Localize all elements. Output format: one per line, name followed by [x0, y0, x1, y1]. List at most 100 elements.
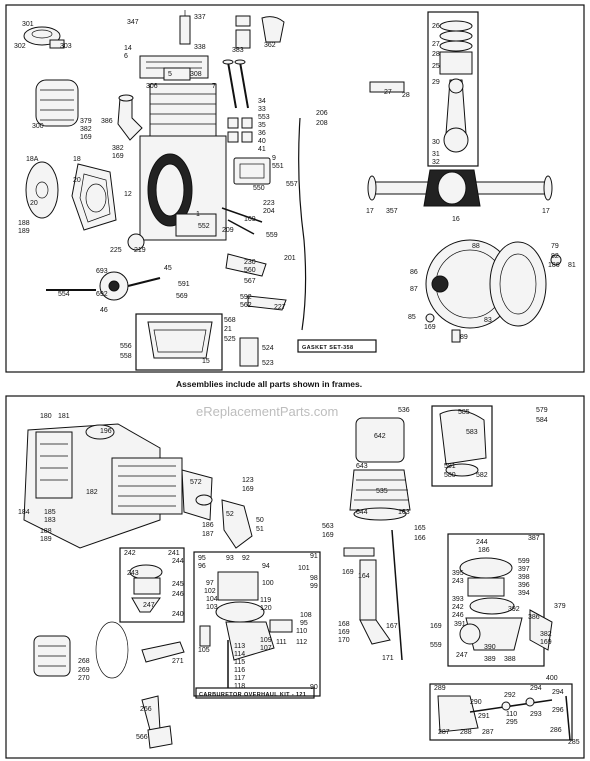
part-callout-581: 581: [444, 463, 456, 470]
part-callout-189: 189: [40, 536, 52, 543]
air-cleaner-cap-part: [23, 26, 65, 49]
part-callout-302: 302: [14, 43, 26, 50]
part-callout-104: 104: [206, 596, 218, 603]
part-callout-163: 163: [398, 509, 410, 516]
part-callout-643: 643: [356, 463, 368, 470]
connecting-rod-part: [443, 78, 469, 153]
part-callout-120: 120: [260, 605, 272, 612]
part-callout-379: 379: [80, 118, 92, 125]
part-callout-188: 188: [18, 220, 30, 227]
part-callout-186: 186: [548, 262, 560, 269]
fuel-filter-part: [33, 621, 129, 679]
part-callout-246: 246: [452, 612, 464, 619]
part-callout-382: 382: [112, 145, 124, 152]
part-callout-36: 36: [258, 130, 266, 137]
part-callout-524: 524: [262, 345, 274, 352]
part-callout-554: 554: [58, 291, 70, 298]
cylinder-shroud-part: [111, 457, 213, 521]
part-callout-308: 308: [190, 71, 202, 78]
part-callout-25: 25: [432, 63, 440, 70]
part-callout-394: 394: [518, 590, 530, 597]
bracket-part: [225, 253, 287, 367]
blower-housing-part: [23, 423, 161, 549]
flywheel-nut-part: [425, 254, 562, 343]
part-callout-244: 244: [172, 558, 184, 565]
intake-elbow-part: [117, 94, 143, 141]
part-callout-572: 572: [190, 479, 202, 486]
part-callout-241: 241: [168, 550, 180, 557]
piston-assembly-frame: [427, 11, 479, 167]
part-callout-246: 246: [172, 591, 184, 598]
part-callout-169: 169: [430, 623, 442, 630]
fuel-pump-frame: [119, 547, 185, 623]
part-callout-97: 97: [206, 580, 214, 587]
breather-cap-part: [235, 15, 285, 49]
part-callout-34: 34: [258, 98, 266, 105]
part-callout-99: 99: [310, 583, 318, 590]
part-callout-397: 397: [518, 566, 530, 573]
valve-part: [222, 59, 253, 143]
part-callout-296: 296: [552, 707, 564, 714]
part-callout-90: 90: [310, 684, 318, 691]
part-callout-20: 20: [73, 177, 81, 184]
part-callout-40: 40: [258, 138, 266, 145]
part-callout-379: 379: [554, 603, 566, 610]
ignition-wire-part: [298, 117, 307, 331]
part-callout-15: 15: [202, 358, 210, 365]
part-callout-389: 389: [484, 656, 496, 663]
part-callout-101: 101: [298, 565, 310, 572]
oil-sump-frame: [135, 313, 223, 371]
part-callout-247: 247: [456, 652, 468, 659]
part-callout-568: 568: [224, 317, 236, 324]
part-callout-583: 583: [466, 429, 478, 436]
part-callout-523: 523: [262, 360, 274, 367]
part-callout-243: 243: [127, 570, 139, 577]
fuel-pump-assembly-part: [459, 557, 553, 651]
flywheel-part: [425, 239, 547, 329]
part-callout-245: 245: [172, 581, 184, 588]
carburetor-kit-box: [195, 687, 315, 699]
part-callout-287: 287: [438, 729, 450, 736]
carburetor-frame: [193, 551, 321, 697]
part-callout-535: 535: [376, 488, 388, 495]
gasket-set-label: GASKET SET-358: [302, 345, 353, 351]
part-callout-93: 93: [226, 555, 234, 562]
part-callout-82: 82: [551, 253, 559, 260]
part-callout-109: 109: [260, 637, 272, 644]
part-callout-27: 27: [384, 89, 392, 96]
fuel-pump-part: [129, 564, 163, 613]
part-callout-32: 32: [432, 159, 440, 166]
part-callout-592: 592: [240, 294, 252, 301]
bottom-panel-frame: [5, 395, 585, 759]
part-callout-204: 204: [263, 208, 275, 215]
part-callout-100: 100: [262, 580, 274, 587]
part-callout-168: 168: [338, 621, 350, 628]
throttle-lever-part: [141, 641, 185, 749]
part-callout-579: 579: [536, 407, 548, 414]
part-callout-580: 580: [444, 472, 456, 479]
cylinder-head-part: [139, 55, 209, 81]
part-callout-17: 17: [366, 208, 374, 215]
part-callout-169: 169: [338, 629, 350, 636]
part-callout-567: 567: [244, 278, 256, 285]
part-callout-113: 113: [234, 643, 245, 650]
part-callout-591: 591: [178, 281, 190, 288]
part-callout-552: 552: [198, 223, 210, 230]
part-callout-585: 585: [458, 409, 470, 416]
part-callout-271: 271: [172, 658, 184, 665]
part-callout-169: 169: [424, 324, 436, 331]
part-callout-185: 185: [44, 509, 56, 516]
part-callout-98: 98: [310, 575, 318, 582]
part-callout-180: 180: [40, 413, 52, 420]
part-callout-182: 182: [86, 489, 98, 496]
part-callout-14: 14: [124, 45, 132, 52]
carburetor-kit-label: CARBURETOR OVERHAUL KIT - 121: [199, 692, 306, 698]
part-callout-223: 223: [263, 200, 275, 207]
part-callout-103: 103: [206, 604, 218, 611]
part-callout-525: 525: [224, 336, 236, 343]
part-callout-569: 569: [176, 293, 188, 300]
part-callout-114: 114: [234, 651, 245, 658]
part-callout-398: 398: [518, 574, 530, 581]
